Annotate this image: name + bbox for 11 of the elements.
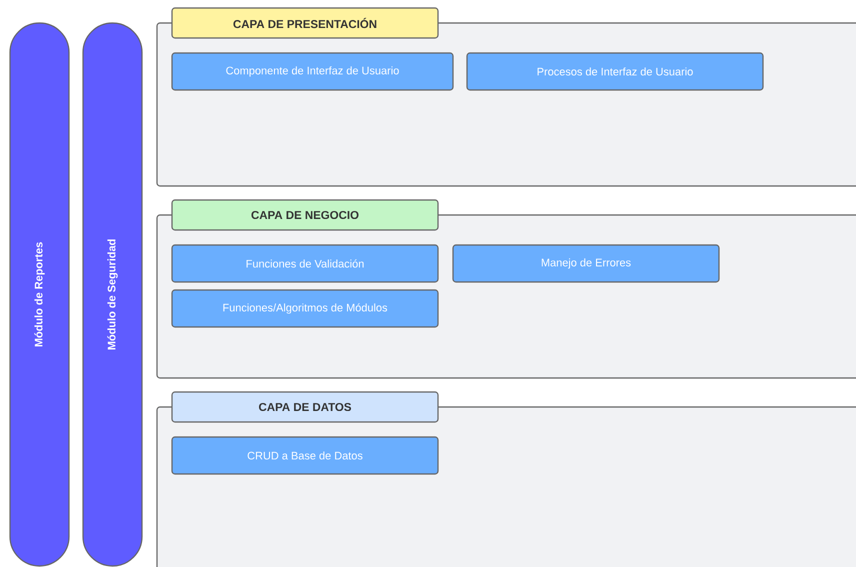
component-box: CRUD a Base de Datos: [171, 436, 439, 475]
component-box: Componente de Interfaz de Usuario: [171, 52, 454, 91]
module-pill: Módulo de Seguridad: [82, 22, 143, 567]
component-box: Funciones/Algoritmos de Módulos: [171, 289, 439, 328]
module-pill: Módulo de Reportes: [9, 22, 70, 567]
layer-title-tab: CAPA DE DATOS: [171, 391, 439, 423]
layer-title-tab: CAPA DE NEGOCIO: [171, 199, 439, 231]
component-box: Procesos de Interfaz de Usuario: [466, 52, 764, 91]
component-box: Funciones de Validación: [171, 244, 439, 283]
component-box: Manejo de Errores: [452, 244, 720, 283]
layer-title-tab: CAPA DE PRESENTACIÓN: [171, 7, 439, 39]
